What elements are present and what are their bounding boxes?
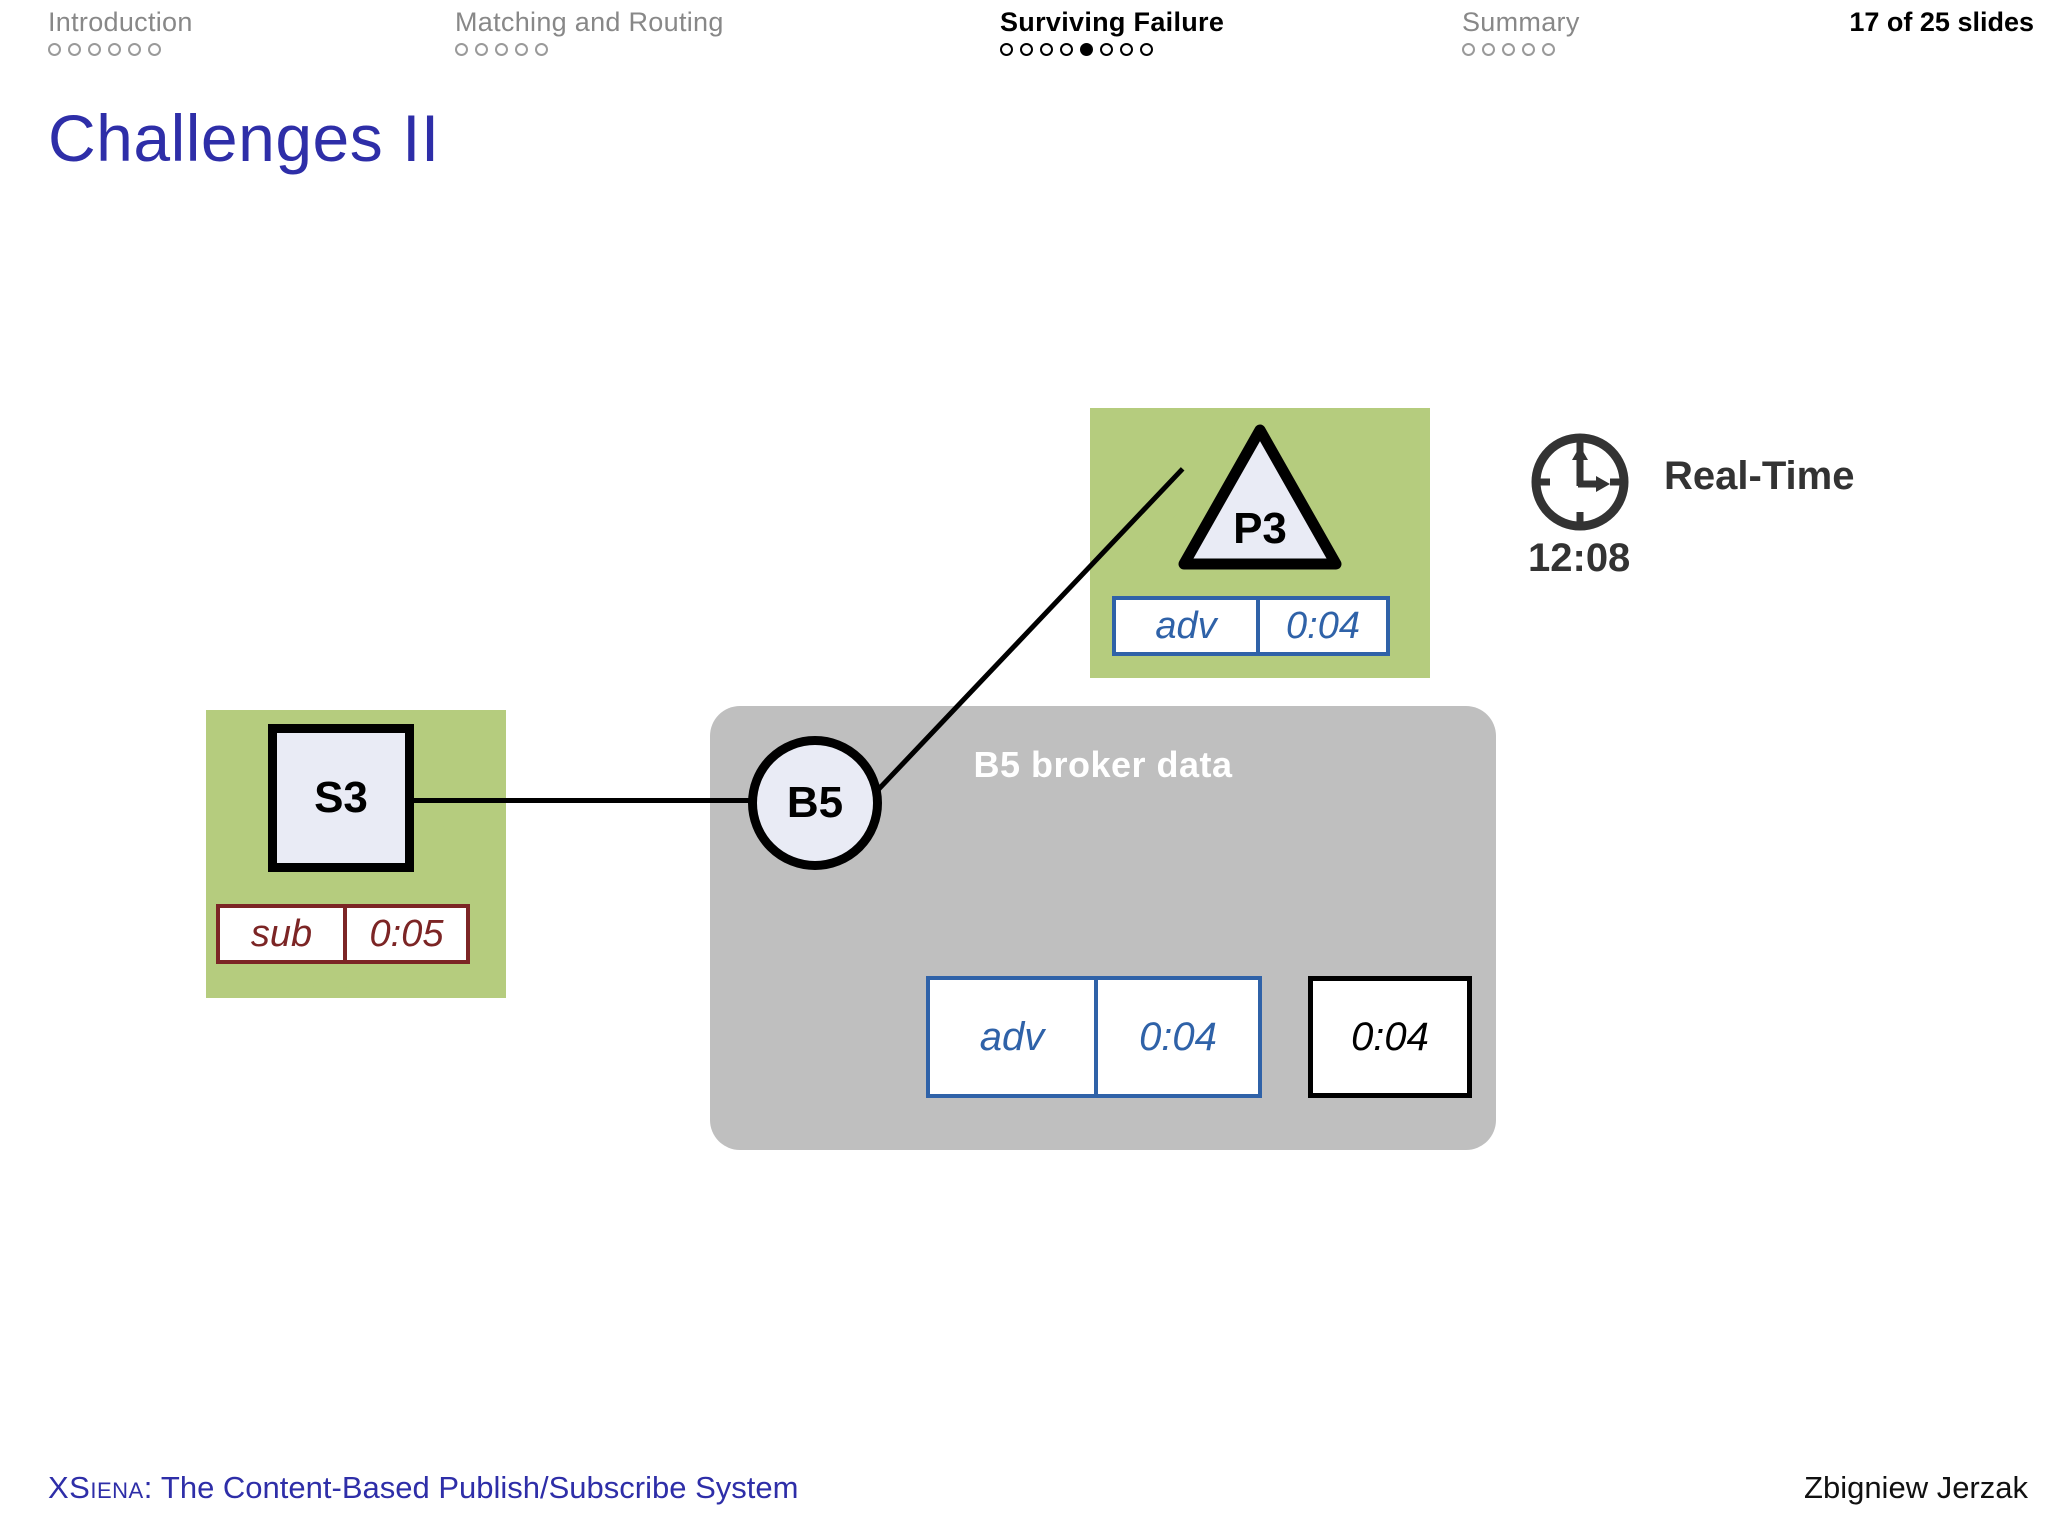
page-title: Challenges II	[48, 101, 440, 175]
nav-dot[interactable]	[455, 43, 468, 56]
nav-dot[interactable]	[48, 43, 61, 56]
tag-p3-adv: adv 0:04	[1112, 596, 1390, 656]
tag-time: 0:04	[1094, 980, 1258, 1094]
nav-dot-current[interactable]	[1080, 43, 1093, 56]
tag-time: 0:05	[343, 908, 466, 960]
clock-caption: Real-Time	[1664, 454, 1855, 498]
nav-dot[interactable]	[1462, 43, 1475, 56]
node-s3[interactable]: S3	[268, 724, 414, 872]
nav-dot[interactable]	[1100, 43, 1113, 56]
nav-section-label: Matching and Routing	[455, 7, 724, 37]
nav-section-dots	[455, 43, 724, 56]
tag-broker-adv: adv 0:04	[926, 976, 1262, 1098]
broker-panel-title: B5 broker data	[973, 744, 1233, 785]
footer-brand: XSiena:	[48, 1470, 153, 1505]
nav-dot[interactable]	[515, 43, 528, 56]
nav-section-dots	[1462, 43, 1580, 56]
footer-author: Zbigniew Jerzak	[1804, 1470, 2028, 1505]
footer-title: XSiena: The Content-Based Publish/Subscr…	[48, 1468, 798, 1508]
nav-dot[interactable]	[535, 43, 548, 56]
nav-section-dots	[1000, 43, 1224, 56]
tag-time: 0:04	[1313, 981, 1467, 1093]
nav-section-label: Introduction	[48, 7, 193, 37]
nav-dot[interactable]	[1502, 43, 1515, 56]
nav-dot[interactable]	[1040, 43, 1053, 56]
nav-dot[interactable]	[128, 43, 141, 56]
tag-name: adv	[930, 980, 1094, 1094]
nav-dot[interactable]	[68, 43, 81, 56]
nav-dot[interactable]	[1000, 43, 1013, 56]
nav-dot[interactable]	[475, 43, 488, 56]
clock-icon	[1528, 430, 1632, 534]
real-time-clock-widget: 12:08 Real-Time	[1528, 430, 1948, 580]
nav-section-label: Summary	[1462, 7, 1580, 37]
nav-dot[interactable]	[1522, 43, 1535, 56]
node-b5[interactable]: B5	[748, 736, 882, 870]
nav-section-surviving-failure[interactable]: Surviving Failure	[1000, 6, 1224, 56]
nav-dot[interactable]	[1120, 43, 1133, 56]
footer: XSiena: The Content-Based Publish/Subscr…	[0, 1468, 2048, 1514]
nav-dot[interactable]	[88, 43, 101, 56]
tag-broker-time: 0:04	[1308, 976, 1472, 1098]
edge-s3-to-b5	[412, 798, 752, 803]
nav-dot[interactable]	[1060, 43, 1073, 56]
tag-name: adv	[1116, 600, 1256, 652]
nav-dot[interactable]	[108, 43, 121, 56]
nav-dot[interactable]	[148, 43, 161, 56]
node-p3-label: P3	[1233, 504, 1287, 553]
nav-section-label: Surviving Failure	[1000, 7, 1225, 37]
nav-dot[interactable]	[1140, 43, 1153, 56]
nav-section-introduction[interactable]: Introduction	[48, 6, 193, 56]
tag-s3-sub: sub 0:05	[216, 904, 470, 964]
slide-counter: 17 of 25 slides	[1849, 7, 2034, 37]
node-p3[interactable]: P3	[1176, 420, 1344, 572]
nav-dot[interactable]	[1482, 43, 1495, 56]
tag-time: 0:04	[1256, 600, 1386, 652]
nav-section-matching-and-routing[interactable]: Matching and Routing	[455, 6, 724, 56]
node-s3-label: S3	[314, 773, 368, 822]
node-b5-label: B5	[786, 778, 844, 827]
nav-dot[interactable]	[1542, 43, 1555, 56]
clock-time-value: 12:08	[1528, 536, 1631, 580]
nav-section-summary[interactable]: Summary	[1462, 6, 1580, 56]
footer-subtitle: The Content-Based Publish/Subscribe Syst…	[160, 1470, 799, 1505]
nav-section-dots	[48, 43, 193, 56]
tag-name: sub	[220, 908, 343, 960]
nav-dot[interactable]	[495, 43, 508, 56]
nav-dot[interactable]	[1020, 43, 1033, 56]
navigation-bar: Introduction Matching and Routing Surviv…	[0, 0, 2048, 86]
